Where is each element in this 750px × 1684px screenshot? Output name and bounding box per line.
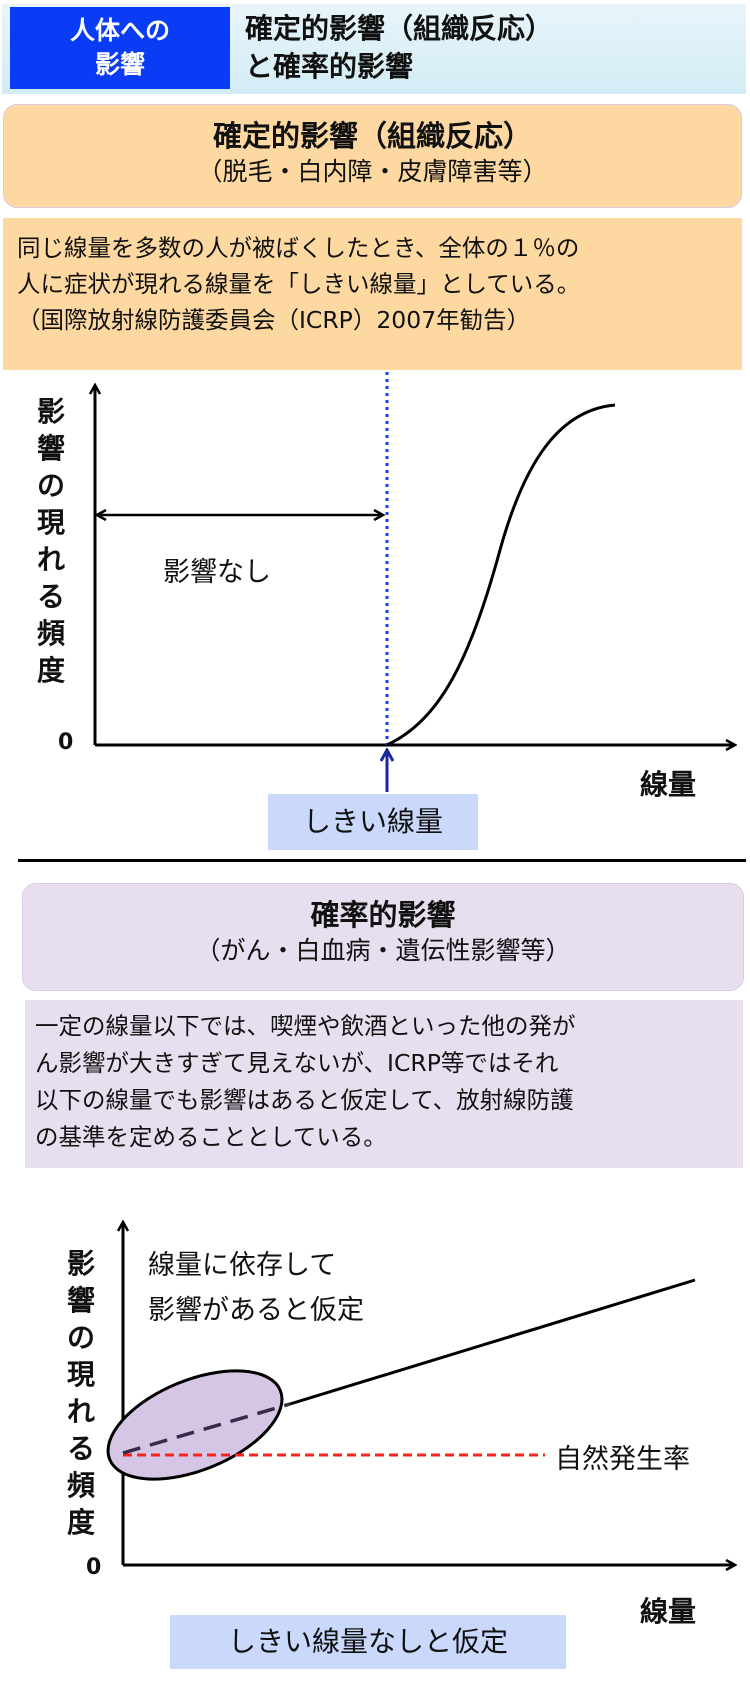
deterministic-subtitle: （脱毛・白内障・皮膚障害等） bbox=[197, 157, 548, 186]
page-title-line-2: と確率的影響 bbox=[245, 50, 414, 83]
dose-dependent-annotation: 線量に依存して 影響があると仮定 bbox=[148, 1243, 364, 1333]
description-line: の基準を定めることとしている。 bbox=[35, 1123, 387, 1151]
stochastic-description: 一定の線量以下では、喫煙や飲酒といった他の発が ん影響が大きすぎて見えないが、I… bbox=[25, 1000, 743, 1168]
section-divider bbox=[18, 859, 746, 862]
topic-badge: 人体への 影響 bbox=[10, 7, 230, 89]
no-effect-label: 影響なし bbox=[163, 557, 271, 588]
linear-dose-line bbox=[289, 1278, 696, 1406]
description-line: 以下の線量でも影響はあると仮定して、放射線防護 bbox=[35, 1086, 574, 1114]
annotation-line: 線量に依存して bbox=[148, 1250, 337, 1281]
description-line: 一定の線量以下では、喫煙や飲酒といった他の発が bbox=[35, 1012, 576, 1040]
badge-line-2: 影響 bbox=[94, 50, 145, 79]
natural-rate-label: 自然発生率 bbox=[555, 1444, 690, 1475]
origin-label-1: 0 bbox=[58, 730, 74, 755]
description-line: 同じ線量を多数の人が被ばくしたとき、全体の１％の bbox=[17, 234, 580, 262]
description-line: ん影響が大きすぎて見えないが、ICRP等ではそれ bbox=[35, 1049, 559, 1077]
no-threshold-label: しきい線量なしと仮定 bbox=[170, 1615, 566, 1669]
threshold-dose-label: しきい線量 bbox=[268, 794, 478, 850]
badge-line-1: 人体への bbox=[69, 16, 170, 45]
stochastic-heading-box: 確率的影響 （がん・白血病・遺伝性影響等） bbox=[22, 883, 744, 991]
deterministic-heading-box: 確定的影響（組織反応） （脱毛・白内障・皮膚障害等） bbox=[3, 104, 742, 208]
annotation-line: 影響があると仮定 bbox=[148, 1295, 364, 1326]
uncertainty-ellipse bbox=[106, 1369, 284, 1481]
description-line: 人に症状が現れる線量を「しきい線量」としている。 bbox=[17, 270, 581, 298]
deterministic-description: 同じ線量を多数の人が被ばくしたとき、全体の１％の 人に症状が現れる線量を「しきい… bbox=[3, 218, 742, 370]
y-axis-label-2: 影響の現れる頻度 bbox=[66, 1247, 95, 1539]
deterministic-title: 確定的影響（組織反応） bbox=[212, 119, 532, 153]
sigmoid-curve bbox=[386, 403, 616, 747]
linear-extrapolation-dashed bbox=[122, 1402, 291, 1455]
stochastic-subtitle: （がん・白血病・遺伝性影響等） bbox=[195, 936, 571, 965]
page-title-line-1: 確定的影響（組織反応） bbox=[245, 12, 554, 45]
x-axis-label-1: 線量 bbox=[640, 768, 697, 801]
stochastic-title: 確率的影響 bbox=[310, 898, 456, 932]
page-title: 確定的影響（組織反応） と確率的影響 bbox=[245, 10, 553, 86]
description-line: （国際放射線防護委員会（ICRP）2007年勧告） bbox=[17, 306, 531, 334]
y-axis-label-1: 影響の現れる頻度 bbox=[36, 395, 65, 687]
x-axis-label-2: 線量 bbox=[640, 1595, 697, 1628]
origin-label-2: 0 bbox=[86, 1555, 102, 1580]
